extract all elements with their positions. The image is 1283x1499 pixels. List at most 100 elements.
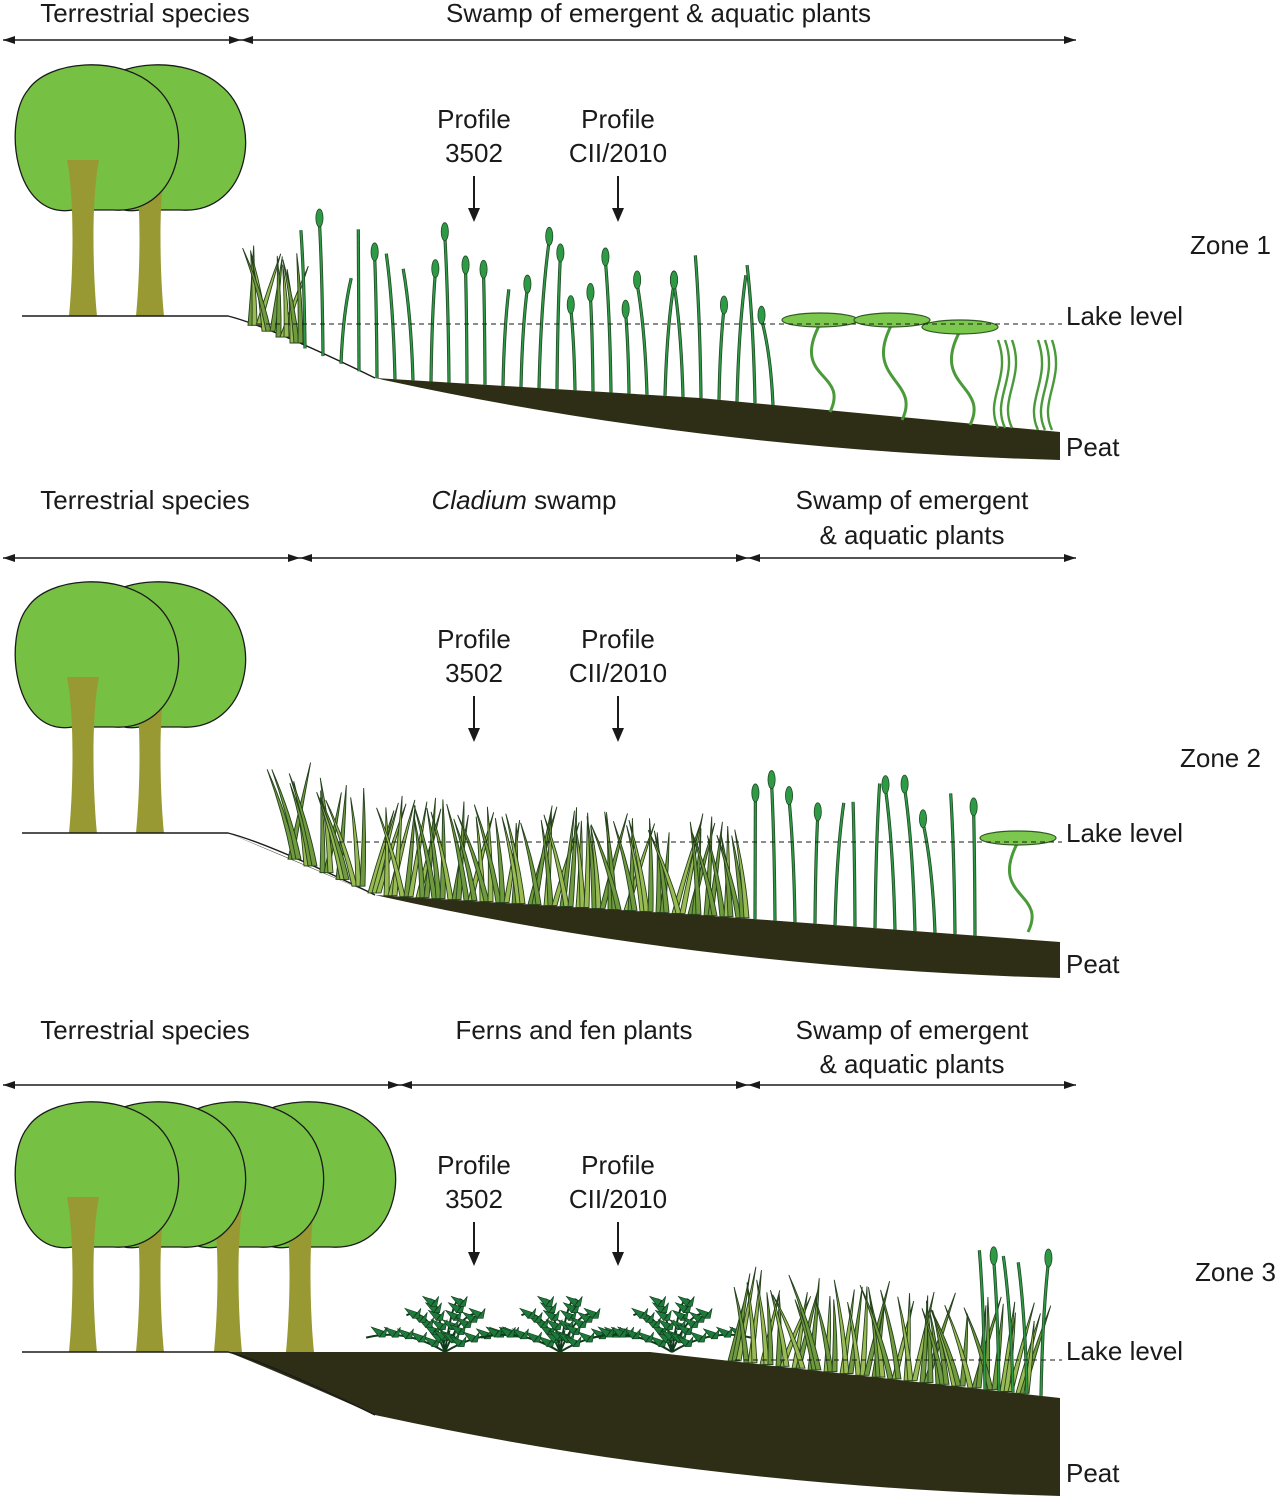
profile-label: Profile — [581, 1150, 655, 1180]
reed-stem — [520, 287, 529, 388]
grass-blade — [457, 814, 490, 903]
fern-leaflet — [518, 1307, 537, 1319]
grass-blade — [359, 787, 367, 887]
arrowhead-icon — [300, 554, 312, 562]
profile-label: Profile — [581, 624, 655, 654]
lily-stem — [882, 323, 908, 421]
peat-layer — [228, 1352, 1060, 1496]
reed-stem — [922, 822, 936, 933]
reed-stem — [538, 240, 551, 389]
ground-surface — [22, 1351, 376, 1416]
fern-leaflet — [674, 1302, 692, 1314]
reed-stem — [664, 283, 675, 396]
reed-stem — [537, 240, 551, 389]
reed-head — [670, 270, 679, 290]
fern-leaflet — [583, 1307, 601, 1319]
grass-blade — [505, 813, 526, 905]
lily-stem — [950, 330, 976, 426]
fern-leaflet — [524, 1331, 542, 1343]
profile-label: Profile — [581, 104, 655, 134]
reed-head — [370, 242, 379, 262]
fern-leaflet — [403, 1307, 422, 1319]
submerged-plant — [1046, 339, 1058, 431]
arrow-down-icon — [468, 1252, 480, 1266]
reed-stem — [718, 308, 725, 400]
reed-head — [315, 208, 324, 228]
zone-extent-label: & aquatic plants — [819, 1049, 1004, 1079]
zone-extent-label: Swamp of emergent — [796, 1015, 1029, 1045]
fern-leaflet — [695, 1307, 713, 1319]
reed-head — [461, 255, 470, 275]
reed-stem — [921, 822, 937, 933]
zone-extent-label: Terrestrial species — [40, 485, 250, 515]
zone-extent-label: Terrestrial species — [40, 1015, 250, 1045]
fern-leaflet — [689, 1331, 707, 1343]
peat-label: Peat — [1066, 432, 1120, 462]
tree-trunk — [67, 1197, 99, 1352]
reed-head — [586, 282, 595, 302]
reed-stem — [402, 268, 414, 381]
reed-stem — [852, 801, 856, 927]
fern-leaflet — [564, 1336, 582, 1348]
peat-layer — [375, 378, 1060, 460]
grass-blade — [574, 824, 586, 908]
reed-stem — [883, 788, 897, 930]
reed-stem — [770, 783, 776, 921]
fern-leaflet — [610, 1326, 628, 1338]
grass-blade — [769, 1290, 790, 1367]
grass-blade — [746, 1282, 758, 1364]
grass-blade — [766, 1292, 774, 1366]
grass-blade — [275, 255, 282, 338]
grass-blade — [772, 1294, 806, 1369]
arrowhead-icon — [229, 36, 241, 44]
grass-blade — [413, 816, 426, 899]
arrowhead-icon — [288, 554, 300, 562]
fern-leaflet — [562, 1302, 580, 1314]
arrowhead-icon — [3, 554, 15, 562]
grass-blade — [590, 824, 622, 910]
tree-canopy — [14, 581, 180, 729]
reed-stem — [569, 308, 576, 391]
reed-stem — [972, 810, 976, 936]
grass-blade — [567, 807, 578, 907]
reed-head — [601, 247, 610, 267]
arrowhead-icon — [1064, 1081, 1076, 1089]
reed-stem — [788, 799, 796, 923]
peat-label: Peat — [1066, 949, 1120, 979]
grass-blade — [350, 797, 362, 887]
zone-extent-label: & aquatic plants — [819, 520, 1004, 550]
reed-stem — [556, 256, 562, 390]
grass-blade — [1003, 1312, 1016, 1392]
grass-blade — [520, 822, 542, 905]
reed-head — [900, 774, 909, 794]
arrowhead-icon — [241, 36, 253, 44]
reed-head — [440, 222, 449, 242]
fern-leaflet — [421, 1295, 440, 1307]
profile-id: CII/2010 — [569, 658, 667, 688]
grass-blade — [679, 813, 704, 914]
grass-blade — [383, 807, 390, 897]
grass-blade — [319, 790, 326, 874]
arrow-down-icon — [468, 728, 480, 742]
fern-leaflet — [597, 1326, 615, 1338]
grass-blade — [319, 777, 334, 874]
reed-stem — [300, 230, 306, 349]
zone-extent-label: Cladium swamp — [432, 485, 617, 515]
tree-canopy — [14, 64, 180, 212]
reed-stem — [903, 788, 916, 932]
reed-head — [545, 226, 554, 246]
grass-blade — [833, 1279, 850, 1374]
fern-leaflet — [396, 1328, 414, 1340]
reed-stem — [401, 268, 415, 381]
grass-blade — [612, 821, 638, 911]
reed-head — [1044, 1248, 1053, 1268]
grass-blade — [325, 799, 358, 887]
grass-blade — [543, 814, 570, 907]
reed-stem — [624, 313, 630, 394]
reed-stem — [357, 229, 360, 372]
reed-stem — [694, 255, 702, 399]
zone-extent-label: Swamp of emergent & aquatic plants — [446, 0, 871, 28]
fern-leaflet — [565, 1295, 583, 1307]
reed-stem — [949, 793, 956, 935]
fern-leaflet — [677, 1295, 695, 1307]
